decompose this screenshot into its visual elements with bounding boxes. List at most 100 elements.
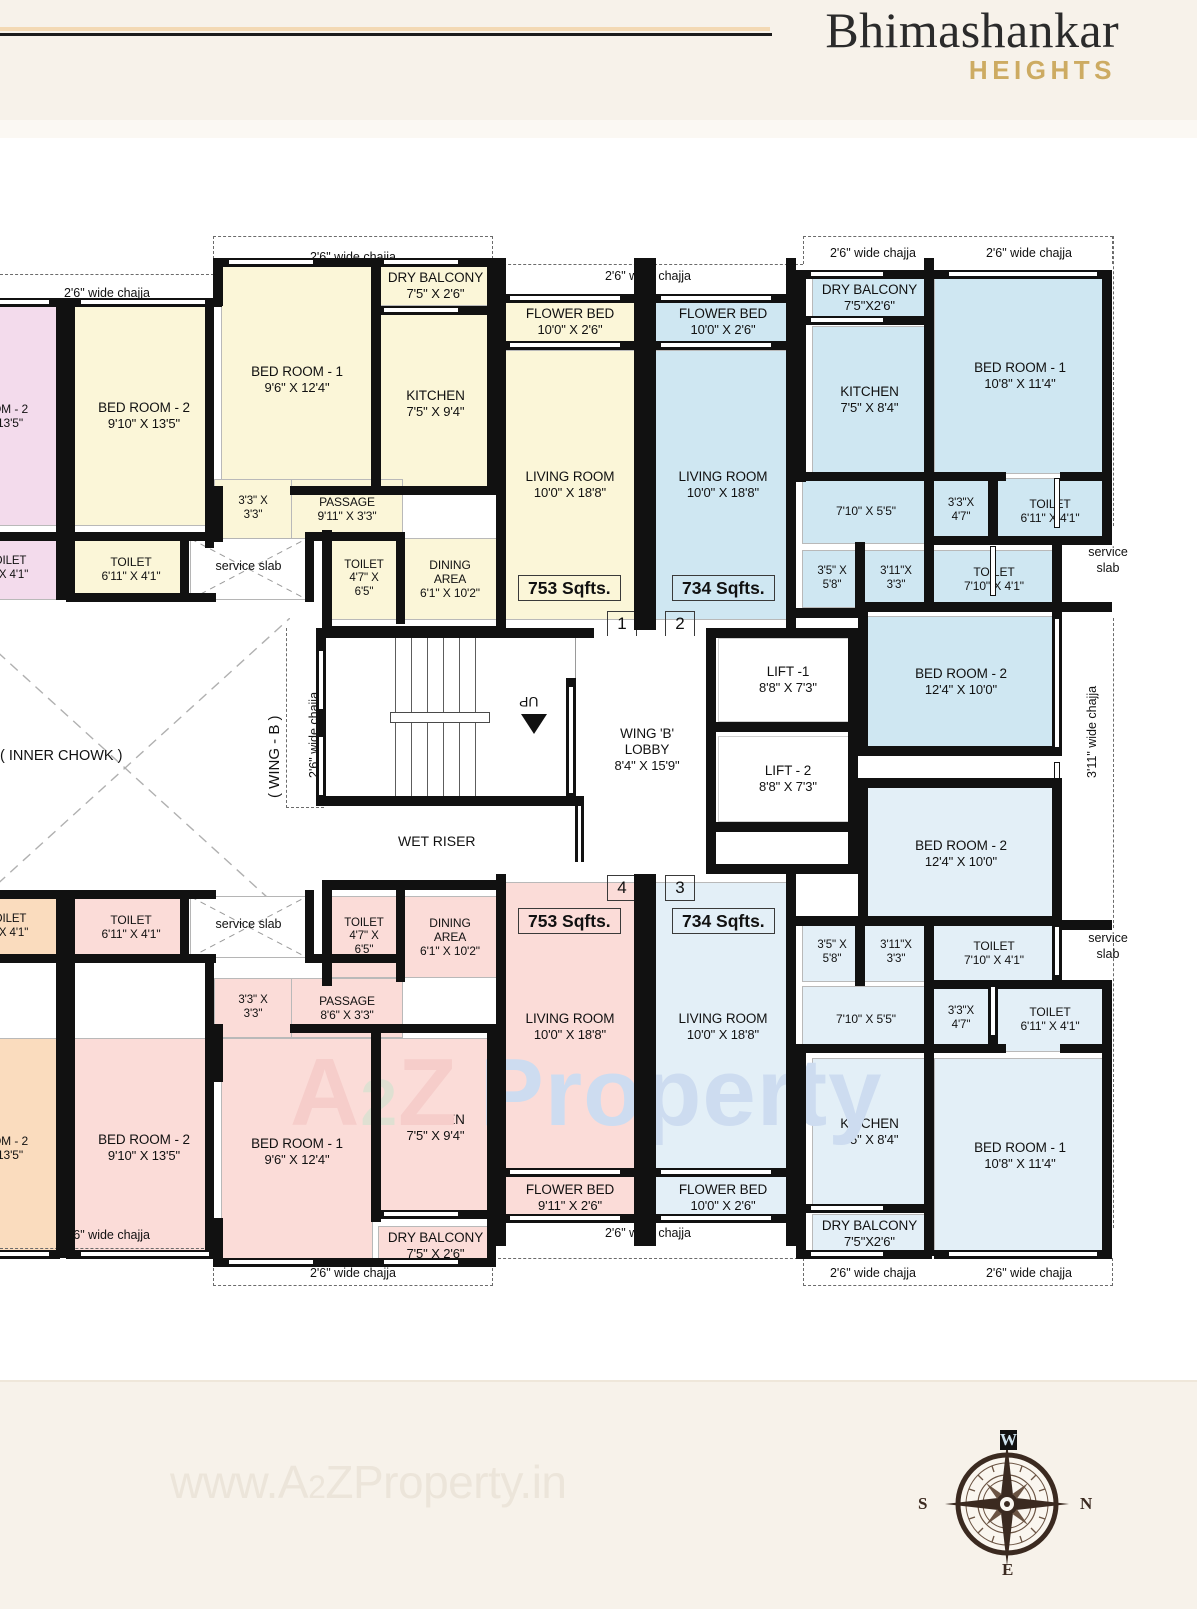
unit2-kitchen: KITCHEN 7'5" X 8'4" (812, 326, 927, 474)
unit2-area-badge: 734 Sqfts. (672, 575, 775, 602)
room-dim: 12'4" X 10'0" (924, 682, 998, 698)
room-name: BED ROOM - 1 (974, 360, 1066, 376)
chajja-label-bottom-right-b: 2'6" wide chajja (985, 1266, 1073, 1280)
chajja-label-bottom-left: 2'6" wide chajja (309, 1266, 397, 1280)
room-name: DRY BALCONY (387, 1230, 484, 1246)
room-dim: 9'11" X 2'6" (537, 1198, 603, 1214)
unit2-service-slab-label-line2: slab (1096, 561, 1120, 575)
lift-dim: 8'8" X 7'3" (759, 779, 817, 795)
unit3-toilet-a: TOILET 6'11" X 4'1" (995, 986, 1105, 1052)
unit2-niche-a: 3'3"X 4'7" (930, 478, 992, 544)
unit4-service-slab: service slab (190, 896, 307, 958)
room-dim: 3'11"X (880, 565, 912, 578)
room-dim: 10'0" X 2'6" (537, 322, 603, 338)
footer-watermark-sub: 2 (308, 1469, 326, 1505)
lift-dim: 8'8" X 7'3" (759, 680, 817, 696)
inner-chowk-label: ( INNER CHOWK ) (0, 748, 123, 764)
room-dim: 3'3" X (238, 994, 268, 1007)
unit1-dry-balcony: DRY BALCONY 7'5" X 2'6" (378, 266, 493, 306)
room-name: FLOWER BED (678, 1182, 768, 1198)
unit2-bedroom2: BED ROOM - 2 12'4" X 10'0" (862, 616, 1060, 748)
right-chajja-label: 3'11" wide chajja (1085, 685, 1099, 778)
room-dim: 10'0" X 18'8" (686, 485, 760, 501)
room-name: BED ROOM - 2 (915, 838, 1007, 854)
unit4-number-badge: 4 (607, 875, 637, 902)
brand-logo: Bhimashankar HEIGHTS (825, 4, 1119, 86)
room-name: OM - 2 (0, 1133, 29, 1148)
room-dim: 7'10" X 5'5" (836, 1011, 896, 1026)
unit1-toilet-a: TOILET 6'11" X 4'1" (74, 538, 188, 600)
room-name: FLOWER BED (525, 1182, 615, 1198)
unit4-toilet-b: TOILET 4'7" X 6'5" (328, 896, 400, 978)
room-name: TOILET (1029, 496, 1071, 511)
chajja-outline-far-bottom-left (0, 1248, 214, 1249)
unit3-niche-c: 3'5" X 5'8" (802, 924, 862, 982)
lift-2: LIFT - 2 8'8" X 7'3" (718, 736, 858, 822)
room-dim-2: 4'7" (951, 1019, 971, 1031)
unit2-hall: 7'10" X 5'5" (802, 478, 930, 544)
right-chajja-outline-lower (1113, 938, 1114, 1228)
edge-room-bottom-left: OM - 2 13'5" (0, 1038, 60, 1258)
unit2-niche-c: 3'5" X 5'8" (802, 550, 862, 608)
edge-toilet-top-left: OILET " X 4'1" (0, 538, 60, 600)
unit3-kitchen: KITCHEN 7'5" X 8'4" (812, 1058, 927, 1206)
room-dim: 10'0" X 18'8" (686, 1027, 760, 1043)
room-name: LIVING ROOM (678, 469, 768, 485)
chajja-outline-top-left (213, 236, 493, 264)
room-name: BED ROOM - 1 (974, 1140, 1066, 1156)
footer-watermark: www.A2ZProperty.in (170, 1455, 567, 1509)
room-name: BED ROOM - 1 (251, 364, 343, 380)
room-dim: 10'8" X 11'4" (984, 376, 1056, 392)
unit3-niche-a: 3'3"X 4'7" (930, 986, 992, 1052)
room-dim: " X 4'1" (0, 569, 29, 581)
room-dim: 10'0" X 18'8" (533, 485, 607, 501)
room-dim-2: 3'3" (886, 579, 906, 591)
room-dim: 6'1" X 10'2" (420, 586, 480, 601)
room-name: LIVING ROOM (525, 1011, 615, 1027)
room-dim-2: 6'5" (354, 585, 374, 598)
unit4-area-badge: 753 Sqfts. (518, 908, 621, 935)
lobby-name: WING 'B' (620, 726, 674, 742)
room-dim: 3'3"X (947, 1005, 975, 1018)
edge-toilet-bottom-left: OILET " X 4'1" (0, 896, 60, 958)
brand-subtitle: HEIGHTS (968, 54, 1116, 85)
footer-watermark-prefix: www.A (170, 1456, 309, 1508)
room-name: BED ROOM - 2 (915, 666, 1007, 682)
unit3-area-badge: 734 Sqfts. (672, 908, 775, 935)
unit3-bedroom1: BED ROOM - 1 10'8" X 11'4" (934, 1058, 1106, 1254)
unit4-bedroom1: BED ROOM - 1 9'6" X 12'4" (221, 1038, 373, 1266)
room-dim: 3'3"X (947, 497, 975, 510)
brand-name: Bhimashankar (825, 2, 1119, 58)
room-dim: 7'5" X 2'6" (406, 286, 465, 302)
room-name: DRY BALCONY (387, 270, 484, 286)
room-name: DINING (429, 557, 471, 572)
unit3-living-room: LIVING ROOM 10'0" X 18'8" (655, 882, 791, 1172)
header-gold-rule (0, 27, 770, 31)
room-name: TOILET (110, 554, 152, 569)
room-name-2: AREA (433, 929, 467, 944)
lift-name: LIFT - 2 (764, 763, 812, 779)
wing-b-chajja-outline (286, 628, 324, 808)
room-name: DRY BALCONY (821, 282, 918, 298)
unit4-flower-bed: FLOWER BED 9'11" X 2'6" (505, 1176, 635, 1220)
room-name: KITCHEN (406, 1112, 465, 1128)
room-dim: 10'0" X 18'8" (533, 1027, 607, 1043)
room-dim: 10'0" X 2'6" (690, 1198, 756, 1214)
room-name: BED ROOM - 2 (98, 1132, 190, 1148)
room-dim: 7'5"X2'6" (844, 1234, 895, 1250)
unit2-service-slab-label-line1: service (1088, 545, 1128, 559)
unit2-toilet-a: TOILET 6'11" X 4'1" (995, 478, 1105, 544)
room-dim: 7'5" X 9'4" (406, 1128, 465, 1144)
lift-name: LIFT -1 (766, 664, 810, 680)
lobby-dim: 8'4" X 15'9" (614, 758, 680, 774)
unit4-bedroom2: BED ROOM - 2 9'10" X 13'5" (74, 1038, 214, 1258)
unit3-bedroom2: BED ROOM - 2 12'4" X 10'0" (862, 786, 1060, 922)
room-name: BED ROOM - 2 (98, 400, 190, 416)
lift-1: LIFT -1 8'8" X 7'3" (718, 638, 858, 722)
room-name-2: AREA (433, 571, 467, 586)
header-gap (0, 120, 1197, 138)
footer-watermark-suffix: ZProperty.in (325, 1456, 567, 1508)
chajja-outline-right-upper (1113, 236, 1114, 526)
room-dim: 3'3" X (238, 495, 268, 508)
service-slab-label: service slab (215, 917, 282, 931)
